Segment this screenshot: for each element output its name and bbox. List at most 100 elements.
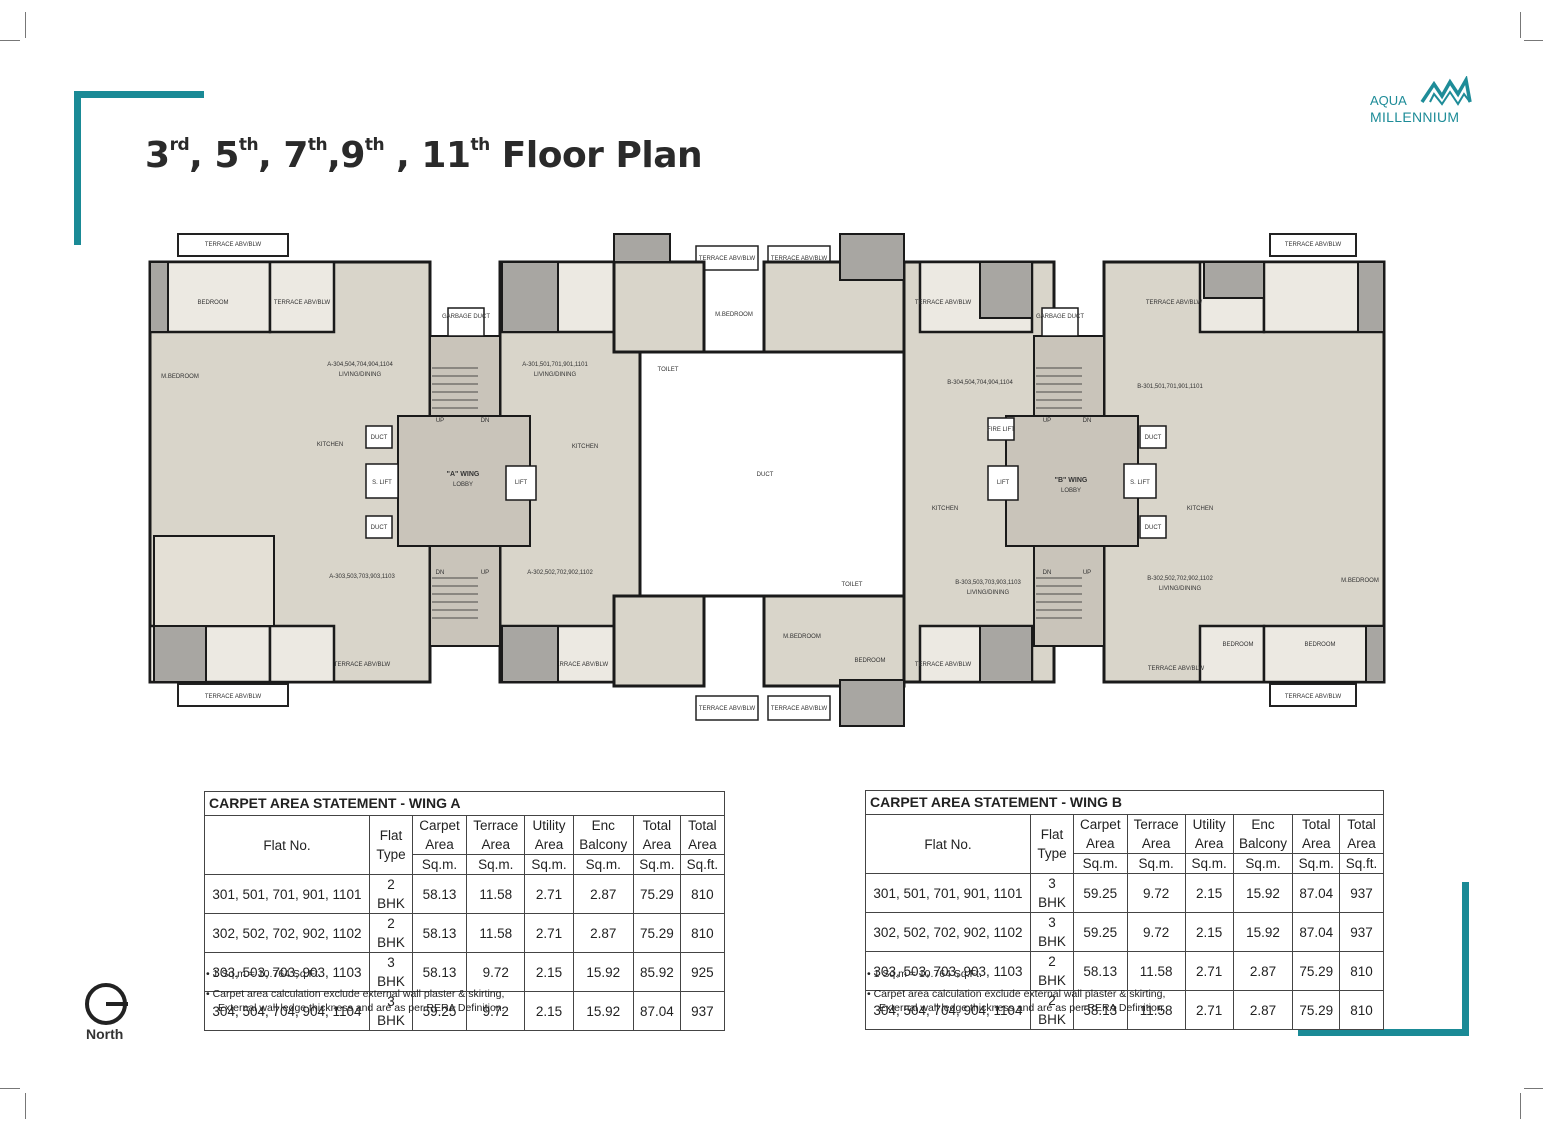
plan-label: TERRACE ABV/BLW [1148,666,1205,672]
table-cell: 302, 502, 702, 902, 1102 [865,912,1031,952]
plan-label: LIVING/DINING [967,590,1010,596]
table-cell: 2.87 [1232,990,1294,1030]
table-cell: 2.15 [524,991,574,1031]
accent-bracket [74,91,204,98]
col-header: Flat No. [865,814,1031,874]
plan-label: TERRACE ABV/BLW [771,256,828,262]
plan-label: LOBBY [1061,488,1081,494]
plan-label: LIFT [997,480,1010,486]
plan-label: UP [436,418,444,424]
table-cell: 59.25 [412,991,467,1031]
plan-label: S. LIFT [372,480,392,486]
plan-label: A-304,504,704,904,1104 [327,362,393,368]
col-header: Total Area [679,815,726,855]
table-cell: 58.13 [412,874,467,914]
table-cell: 85.92 [632,952,681,992]
table-cell: 11.58 [465,874,526,914]
table-cell: 937 [679,991,726,1031]
table-cell: 9.72 [1126,873,1186,913]
plan-label: DN [481,418,490,424]
plan-label: KITCHEN [317,442,343,448]
table-cell: 302, 502, 702, 902, 1102 [204,913,370,953]
unit-cell: Sq.m. [632,854,681,875]
plan-label: UP [1083,570,1091,576]
table-cell: 11.58 [1126,990,1186,1030]
table-cell: 3 BHK [1030,912,1074,952]
unit-cell: Sq.ft. [679,854,726,875]
plan-label: B-302,502,702,902,1102 [1147,576,1213,582]
terrace-group: TERRACE ABV/BLW TERRACE ABV/BLW TERRACE … [177,233,1357,721]
table-cell: 810 [1339,990,1384,1030]
plan-label: M.BEDROOM [1341,578,1379,584]
table-cell: 9.72 [465,991,526,1031]
table-cell: 2 BHK [1030,990,1074,1030]
table-cell: 15.92 [1232,873,1294,913]
table-cell: 59.25 [1073,873,1128,913]
plan-label: DUCT [1145,525,1162,531]
crop-mark [1520,1093,1521,1119]
col-header: Flat No. [204,815,370,875]
table-cell: 15.92 [572,991,634,1031]
table-cell: 2 BHK [1030,951,1074,991]
col-header: Carpet Area [1073,814,1128,854]
table-cell: 58.13 [1073,951,1128,991]
plan-label: LIVING/DINING [1159,586,1202,592]
table-cell: 810 [1339,951,1384,991]
plan-label: B-301,501,701,901,1101 [1137,384,1203,390]
plan-label: TOILET [842,582,863,588]
plan-label: UP [1043,418,1051,424]
plan-label: KITCHEN [932,506,958,512]
table-cell: 937 [1339,873,1384,913]
table-title: CARPET AREA STATEMENT - WING A [204,791,725,816]
table-cell: 87.04 [1292,912,1341,952]
table-cell: 75.29 [632,874,681,914]
plan-label: TERRACE ABV/BLW [1285,242,1342,248]
plan-label: DUCT [757,472,774,478]
plan-label: A-303,503,703,903,1103 [329,574,395,580]
note-carpet-line1: • Carpet area calculation exclude extern… [867,988,1166,1000]
logo-text-millennium: MILLENNIUM [1370,109,1460,125]
table-cell: 75.29 [1292,951,1341,991]
plan-label: GARBAGE DUCT [1036,314,1084,320]
table-cell: 3 BHK [369,991,413,1031]
crop-mark [1524,1088,1543,1089]
unit-cell: Sq.m. [1292,853,1341,874]
table-cell: 11.58 [1126,951,1186,991]
table-cell: 301, 501, 701, 901, 1101 [204,874,370,914]
table-cell: 2.15 [1184,873,1234,913]
plan-label: TERRACE ABV/BLW [274,300,331,306]
table-cell: 59.25 [1073,912,1128,952]
table-cell: 2.71 [524,913,574,953]
note-carpet-line1: • Carpet area calculation exclude extern… [206,988,505,1000]
table-cell: 2.15 [524,952,574,992]
col-header: Terrace Area [1126,814,1186,854]
table-cell: 75.29 [1292,990,1341,1030]
plan-label: TERRACE ABV/BLW [205,242,262,248]
table-cell: 3 BHK [369,952,413,992]
crop-mark [25,12,26,38]
table-cell: 304, 504, 704, 904, 1104 [204,991,370,1031]
unit-cell: Sq.m. [1232,853,1294,874]
plan-label: DN [436,570,445,576]
crop-mark [25,1093,26,1119]
table-cell: 15.92 [572,952,634,992]
unit-cell: Sq.m. [1184,853,1234,874]
plan-label: BEDROOM [1304,642,1335,648]
unit-cell: Sq.m. [1126,853,1186,874]
plan-label: DN [1083,418,1092,424]
plan-label: TERRACE ABV/BLW [205,694,262,700]
plan-label: M.BEDROOM [715,312,753,318]
note-carpet-line2: External wall ledge thickness and are as… [218,1002,505,1014]
col-header: Total Area [1292,814,1341,854]
plan-label: DN [1043,570,1052,576]
plan-label: DUCT [371,525,388,531]
table-cell: 87.04 [632,991,681,1031]
floor-plan: TERRACE ABV/BLW TERRACE ABV/BLW TERRACE … [148,233,1386,727]
aqua-millennium-logo: AQUA MILLENNIUM [1368,76,1478,136]
